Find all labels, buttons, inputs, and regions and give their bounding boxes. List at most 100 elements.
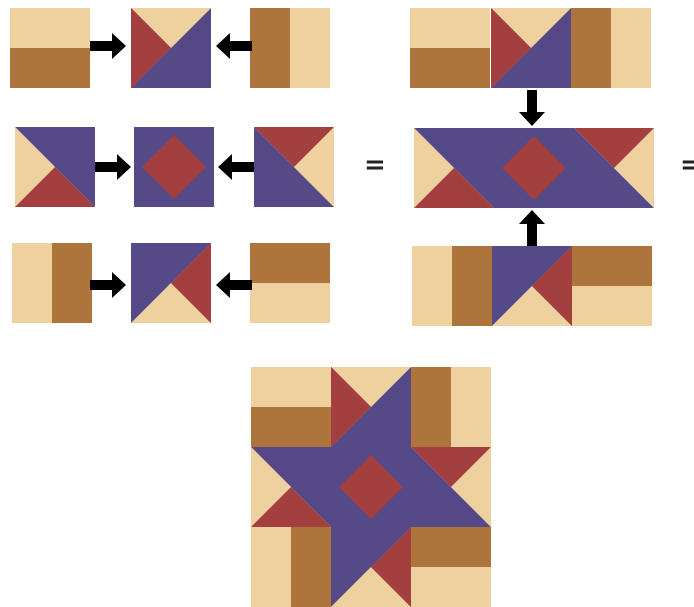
arrow-shape [216, 33, 252, 59]
corner-bracket-block [250, 243, 330, 323]
arrow-right [90, 272, 126, 298]
bracket-fill [571, 8, 651, 88]
corner-bracket-block [250, 8, 330, 88]
corner-square [12, 243, 52, 283]
red-triangle [532, 246, 572, 326]
corner-bracket-block [251, 367, 331, 447]
arrow-shape [519, 210, 545, 246]
corner-square-light [12, 283, 52, 323]
red-quarter [15, 167, 95, 207]
corner-square-light [251, 367, 291, 407]
arrow-shape [95, 154, 131, 180]
corner-bracket-block [412, 246, 492, 326]
tan-quarter [614, 128, 654, 208]
red-triangle [171, 243, 211, 323]
bracket-fill [12, 243, 92, 323]
corner-square-light [612, 286, 652, 326]
arrow-down [519, 90, 545, 126]
red-triangle [371, 527, 411, 607]
arrow-shape [519, 90, 545, 126]
hourglass-square-block [131, 243, 211, 323]
corner-bracket-block [572, 246, 652, 326]
arrow-shape [216, 272, 252, 298]
finished-quilt-block [251, 367, 491, 607]
bracket-fill [411, 527, 491, 607]
bracket-fill [412, 246, 492, 326]
tan-quarter [451, 447, 491, 527]
red-diamond [142, 135, 206, 199]
bracket-fill [250, 8, 330, 88]
half-square-triangle-block [411, 447, 491, 527]
assembly-arrows [90, 33, 545, 298]
corner-square [411, 567, 451, 607]
corner-bracket-block [571, 8, 651, 88]
arrow-left [216, 272, 252, 298]
arrow-shape [218, 154, 254, 180]
arrow-right [95, 154, 131, 180]
tan-quarter [251, 447, 291, 527]
arrow-up [519, 210, 545, 246]
corner-bracket-block [411, 367, 491, 447]
corner-square-light [451, 567, 491, 607]
corner-bracket-block [411, 527, 491, 607]
corner-square [572, 286, 612, 326]
red-quarter [574, 128, 654, 168]
bracket-fill [250, 243, 330, 323]
tan-triangle [491, 8, 571, 48]
half-square-triangle-block [574, 128, 654, 208]
bracket-fill [10, 8, 90, 88]
bracket-fill [410, 8, 490, 88]
corner-square-light [412, 286, 452, 326]
equals-sign-right: = [680, 150, 694, 180]
bracket-fill [411, 367, 491, 447]
half-square-triangle-block [414, 128, 494, 208]
red-triangle [131, 8, 171, 88]
corner-bracket-block [251, 527, 331, 607]
hourglass-square-block [491, 8, 571, 88]
arrow-shape [90, 272, 126, 298]
bracket-fill [572, 246, 652, 326]
hourglass-square-block [131, 8, 211, 88]
tan-quarter [15, 127, 55, 207]
corner-square-light [611, 8, 651, 48]
red-quarter [251, 487, 331, 527]
corner-square [50, 8, 90, 48]
tan-quarter [414, 128, 454, 208]
arrow-left [218, 154, 254, 180]
half-square-triangle-block [254, 127, 334, 207]
bracket-fill [251, 367, 331, 447]
hourglass-square-block [331, 367, 411, 447]
red-diamond [502, 136, 566, 200]
corner-square [451, 407, 491, 447]
red-quarter [254, 127, 334, 167]
red-triangle [491, 8, 531, 88]
corner-square [611, 48, 651, 88]
corner-square [291, 367, 331, 407]
corner-square-light [410, 8, 450, 48]
corner-square-light [290, 283, 330, 323]
corner-square-light [10, 8, 50, 48]
half-square-triangle-block [251, 447, 331, 527]
corner-square [290, 48, 330, 88]
arrow-right [90, 33, 126, 59]
corner-square-light [290, 8, 330, 48]
tan-triangle [331, 367, 411, 407]
tan-triangle [331, 567, 411, 607]
hourglass-square-block [331, 527, 411, 607]
square-in-square-block [331, 447, 411, 527]
corner-bracket-block [410, 8, 490, 88]
red-quarter [414, 168, 494, 208]
tan-triangle [131, 8, 211, 48]
corner-square [251, 527, 291, 567]
tan-quarter [294, 127, 334, 207]
bracket-fill [251, 527, 331, 607]
corner-square [450, 8, 490, 48]
half-square-triangle-block [15, 127, 95, 207]
left-column-unit-rows [10, 8, 334, 323]
right-column-joined-rows [410, 8, 654, 326]
corner-square [412, 246, 452, 286]
hourglass-square-block [492, 246, 572, 326]
red-quarter [411, 447, 491, 487]
corner-square-light [251, 567, 291, 607]
